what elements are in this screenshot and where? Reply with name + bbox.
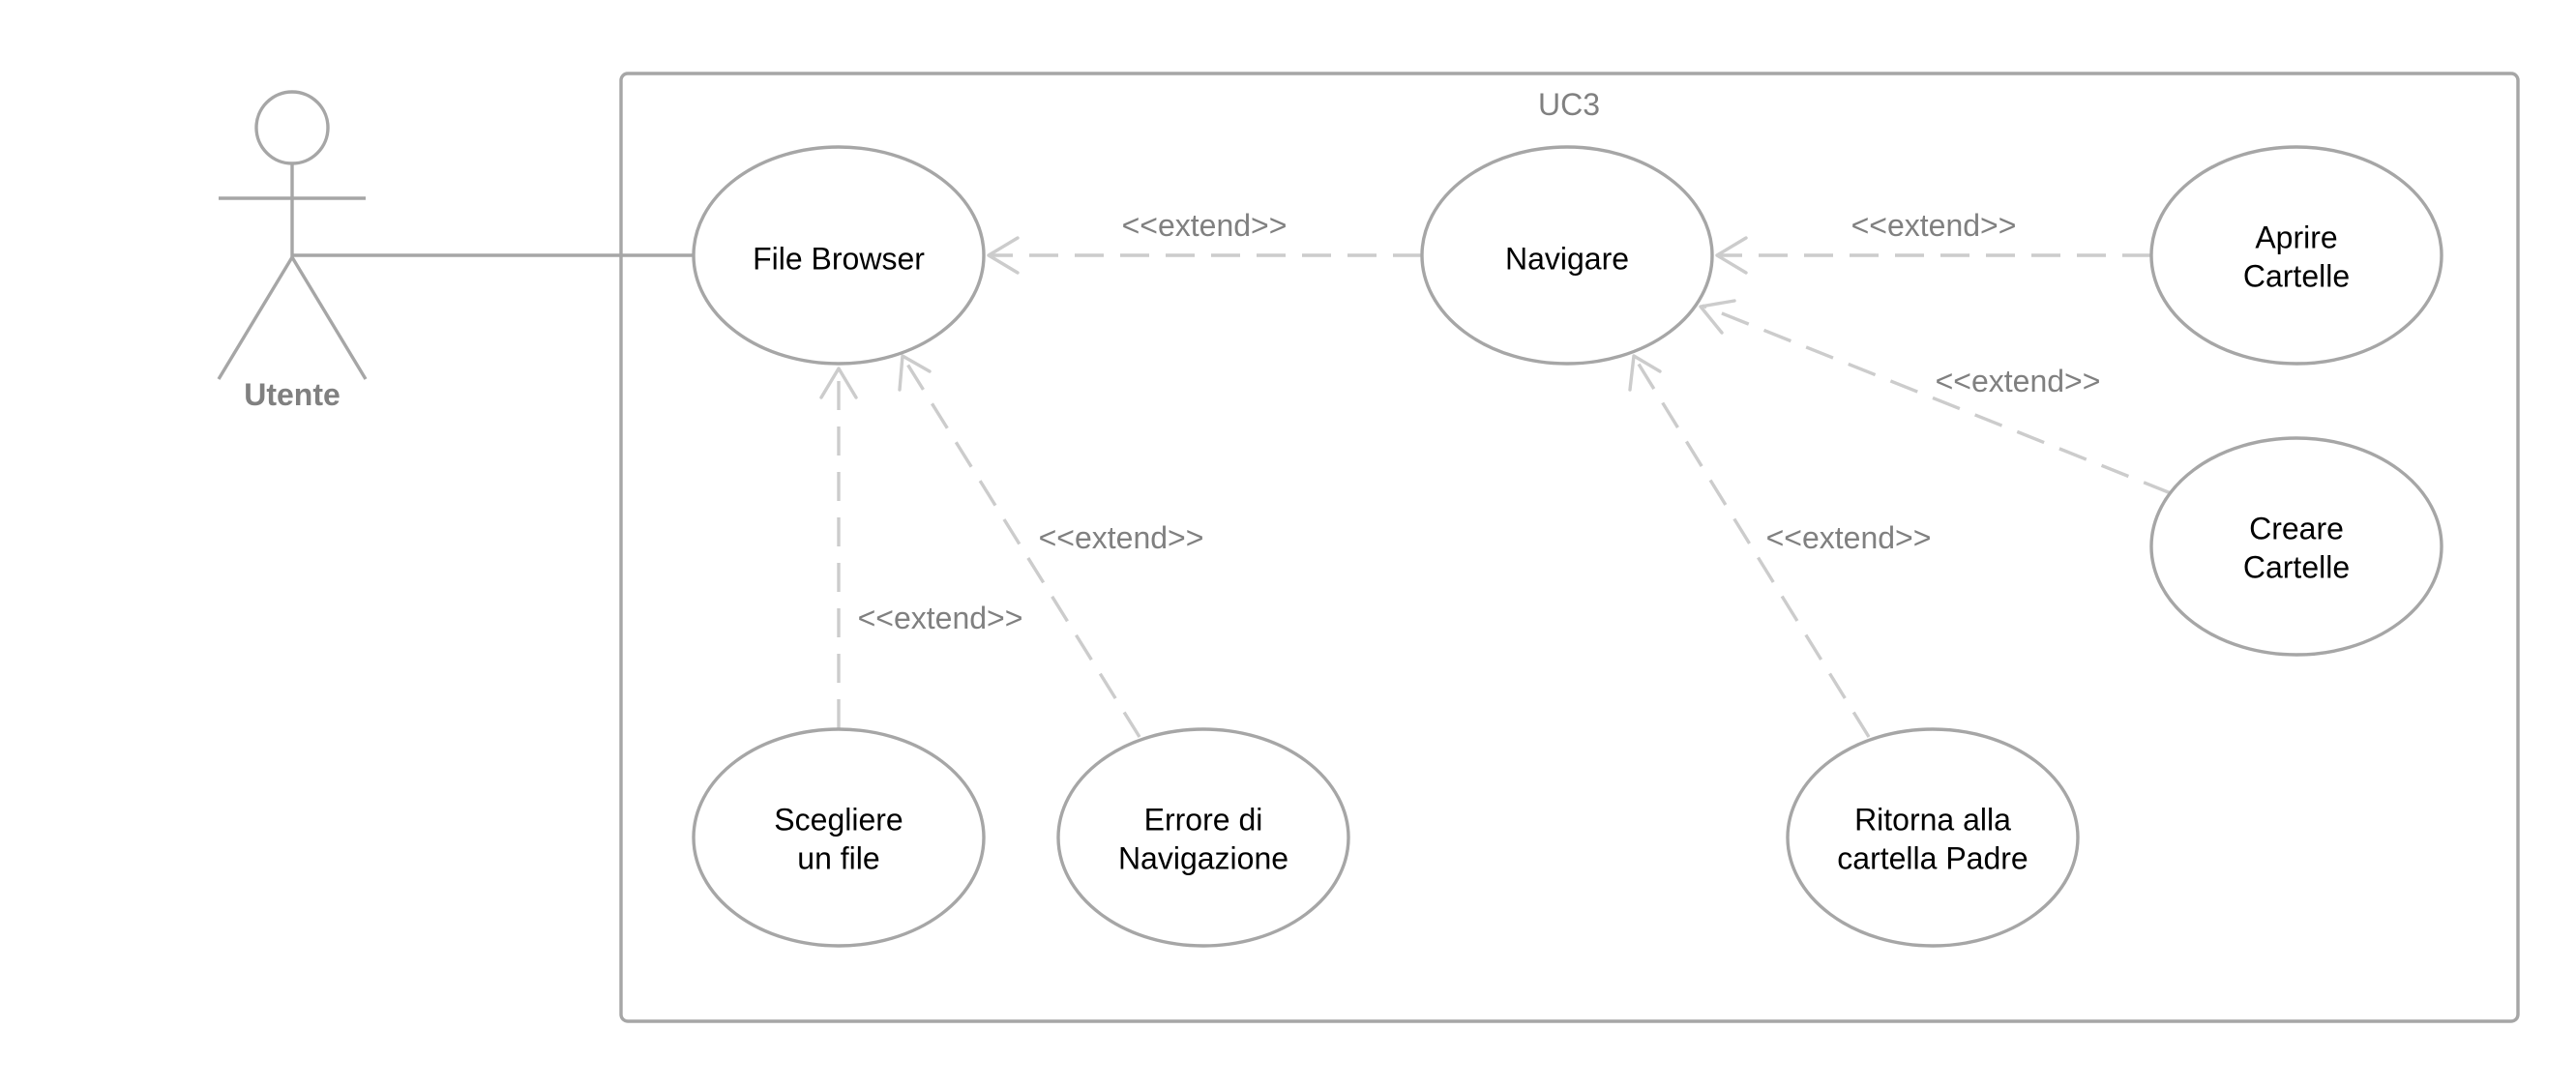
use-case-ritorna-cartella-padre[interactable]: Ritorna alla cartella Padre [1786,727,2080,948]
use-case-ellipse [692,145,986,366]
actor-right-leg [290,256,368,380]
system-boundary: UC3 [619,72,2520,1023]
extend-label: <<extend>> [1039,520,1204,555]
open-arrowhead-icon [987,236,1020,275]
use-case-label-line2: Cartelle [2243,549,2350,584]
extend-label: <<extend>> [1936,364,2101,398]
actor-utente[interactable]: Utente [217,90,368,412]
extend-line [902,357,1141,738]
extend-aprire-to-navigare[interactable]: <<extend>> [1715,208,2151,275]
use-case-ellipse [1056,727,1350,948]
use-case-ellipse [692,727,986,948]
use-case-ellipse [1420,145,1714,366]
use-case-file-browser[interactable]: File Browser [692,145,986,366]
use-case-label-line2: Cartelle [2243,258,2350,293]
use-case-label-line1: Ritorna alla [1854,802,2011,837]
open-arrowhead-icon [819,367,858,399]
stick-figure-icon [217,90,368,380]
use-case-ellipse [2149,145,2443,366]
extend-line [1702,304,2172,495]
system-boundary-frame [619,72,2520,1023]
use-case-label-line2: cartella Padre [1837,840,2028,875]
actor-name: Utente [244,377,341,412]
extend-errore-to-file-browser[interactable]: <<extend>> [898,354,1204,738]
extend-ritorna-to-navigare[interactable]: <<extend>> [1628,354,1932,738]
open-arrowhead-icon [1699,299,1736,335]
use-case-scegliere-un-file[interactable]: Scegliere un file [692,727,986,948]
use-case-label-line1: Scegliere [774,802,903,837]
use-case-errore-di-navigazione[interactable]: Errore di Navigazione [1056,727,1350,948]
extend-creare-to-navigare[interactable]: <<extend>> [1699,299,2172,495]
use-case-label-line2: un file [797,840,879,875]
extend-label: <<extend>> [858,601,1023,635]
use-case-label-line1: Errore di [1144,802,1263,837]
use-case-label: File Browser [753,241,925,276]
use-case-label-line2: Navigazione [1118,840,1288,875]
extend-label: <<extend>> [1851,208,2017,243]
use-case-label-line1: Aprire [2255,220,2337,254]
open-arrowhead-icon [1715,236,1748,275]
extend-label: <<extend>> [1122,208,1288,243]
extend-line [1633,357,1871,738]
actor-head [254,90,330,165]
use-case-aprire-cartelle[interactable]: Aprire Cartelle [2149,145,2443,366]
system-boundary-title: UC3 [1538,87,1600,122]
open-arrowhead-icon [898,354,932,392]
use-case-ellipse [1786,727,2080,948]
use-case-creare-cartelle[interactable]: Creare Cartelle [2149,436,2443,657]
actor-left-leg [217,256,294,380]
open-arrowhead-icon [1628,354,1662,392]
extend-scegliere-to-file-browser[interactable]: <<extend>> [819,367,1023,728]
use-case-label-line1: Creare [2249,511,2344,545]
use-case-label: Navigare [1505,241,1629,276]
use-case-ellipse [2149,436,2443,657]
extend-navigare-to-file-browser[interactable]: <<extend>> [987,208,1422,275]
extend-label: <<extend>> [1766,520,1932,555]
use-case-navigare[interactable]: Navigare [1420,145,1714,366]
